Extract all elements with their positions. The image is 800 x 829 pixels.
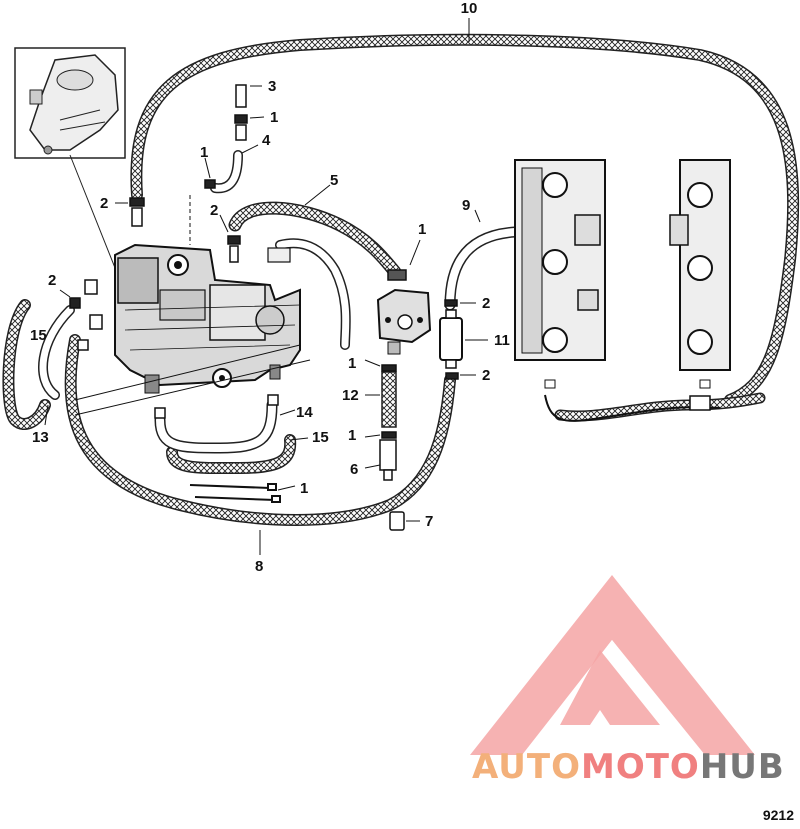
- watermark-hub: HUB: [700, 747, 785, 787]
- callout-11: 11: [494, 332, 510, 349]
- callout-1: 1: [300, 480, 308, 497]
- callout-1: 1: [348, 355, 356, 372]
- callout-13: 13: [32, 429, 49, 446]
- callout-15: 15: [30, 327, 47, 344]
- callout-2: 2: [482, 367, 490, 384]
- callout-1: 1: [418, 221, 426, 238]
- callout-14: 14: [296, 404, 313, 421]
- fuel-rail-right: [669, 159, 731, 389]
- watermark-auto: AUTO: [472, 747, 581, 787]
- callout-2: 2: [482, 295, 490, 312]
- callout-2: 2: [100, 195, 108, 212]
- callout-1: 1: [200, 144, 208, 161]
- callout-12: 12: [342, 387, 359, 404]
- watermark-moto: MOTO: [581, 747, 700, 787]
- callout-15: 15: [312, 429, 329, 446]
- fitting-6: [379, 439, 397, 471]
- water-separating-filter-head: [376, 288, 432, 355]
- leader-lines: [44, 18, 488, 555]
- callout-numbers: 10 3 1 1 4 2 5 2 1 9 2 15 2 11 1 2 12 13…: [30, 0, 510, 575]
- callout-1: 1: [270, 109, 278, 126]
- clamps-and-fittings: [69, 84, 459, 439]
- callout-5: 5: [330, 172, 338, 189]
- fuel-rail-left: [514, 159, 606, 389]
- callout-10: 10: [461, 0, 478, 17]
- fuel-filter: [439, 309, 463, 369]
- watermark-logo: [470, 575, 755, 755]
- figure-reference-number: 9212: [762, 807, 794, 823]
- cap-7: [389, 511, 405, 531]
- callout-6: 6: [350, 461, 358, 478]
- callout-2: 2: [210, 202, 218, 219]
- cable-ties: [189, 483, 281, 503]
- callout-3: 3: [268, 78, 276, 95]
- callout-8: 8: [255, 558, 263, 575]
- callout-4: 4: [262, 132, 271, 149]
- callout-1: 1: [348, 427, 356, 444]
- inset-detail-view: [14, 47, 126, 159]
- callout-9: 9: [462, 197, 470, 214]
- callout-2: 2: [48, 272, 56, 289]
- callout-7: 7: [425, 513, 433, 530]
- vapor-separator-assembly: [114, 243, 301, 394]
- watermark-text: AUTOMOTOHUB: [472, 747, 785, 787]
